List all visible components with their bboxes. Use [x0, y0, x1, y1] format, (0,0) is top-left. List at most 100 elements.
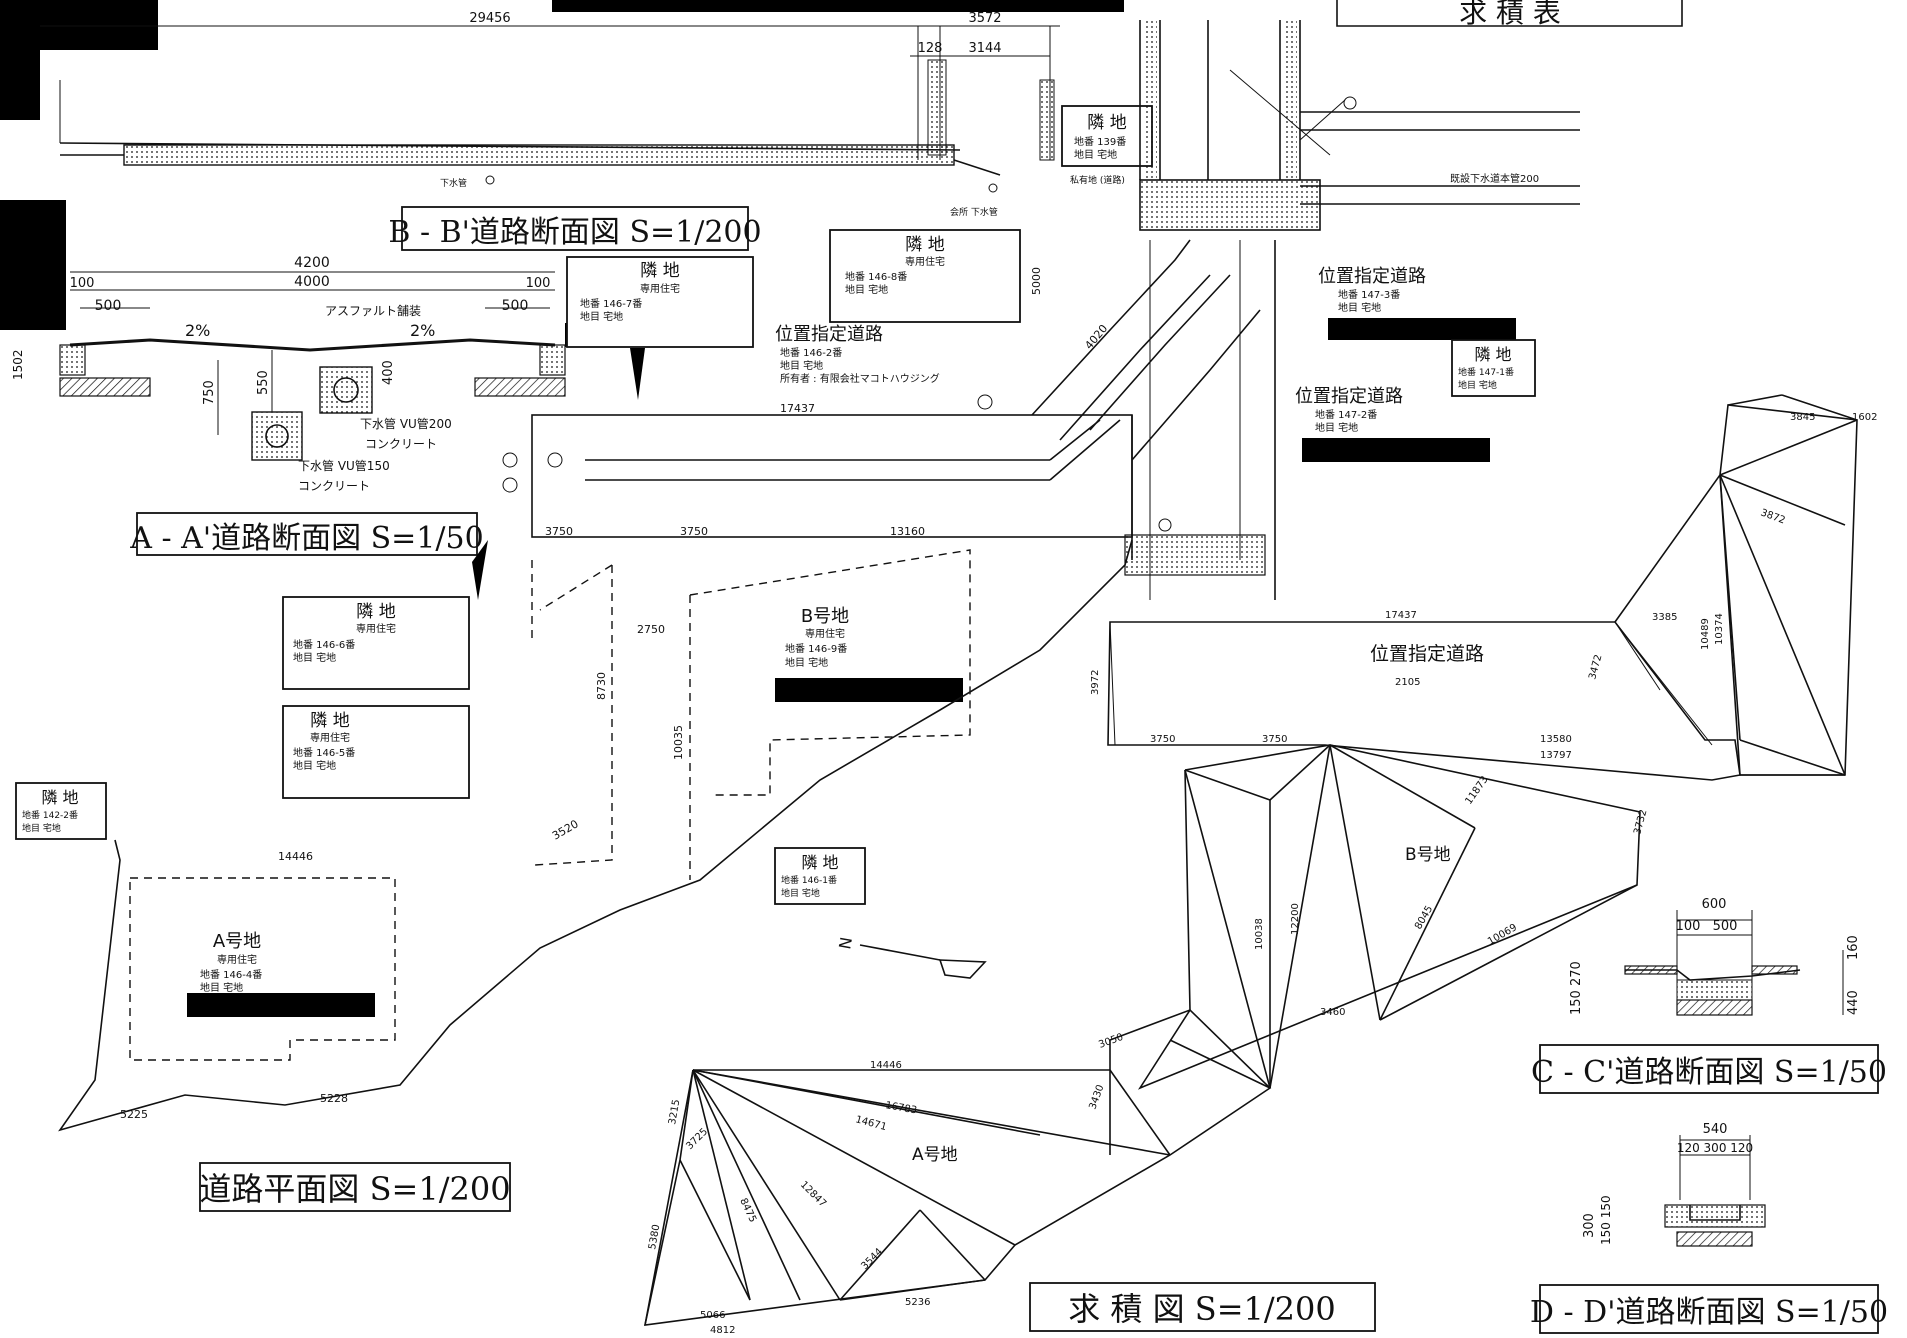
area-table-header: 求 積 表 — [1336, 0, 1683, 29]
bb-section-title: B - B'道路断面図 S=1/200 — [388, 215, 761, 250]
svg-text:地番 146-1番: 地番 146-1番 — [781, 874, 837, 886]
dd-road-section: 540 120 300 120 300 150 150 D - D'道路断面図 … — [1530, 1122, 1888, 1334]
dim-500-right: 500 — [502, 298, 529, 314]
neighbour-parcel-146-7: 隣 地 専用住宅 地番 146-7番 地目 宅地 — [566, 256, 754, 400]
dim-3725: 3725 — [684, 1126, 710, 1152]
svg-text:地目 宅地: 地目 宅地 — [580, 310, 623, 323]
dim-120-300-120: 120 300 120 — [1677, 1141, 1753, 1155]
dim-150-150-dd: 150 150 — [1599, 1195, 1613, 1245]
slope-left: 2% — [185, 321, 210, 340]
cc-road-section: 600 100 500 160 440 150 270 C - C'道路断面図 … — [1531, 897, 1887, 1094]
svg-text:地番 139番: 地番 139番 — [1074, 135, 1126, 148]
dim-100-cc: 100 — [1676, 919, 1701, 934]
road-label-147-2: 位置指定道路 地番 147-2番 地目 宅地 — [1295, 386, 1403, 434]
dim-5380: 5380 — [647, 1224, 662, 1251]
neighbour-parcel-142-2: 隣 地 地番 142-2番 地目 宅地 — [15, 782, 107, 840]
dim-150-270: 150 270 — [1569, 961, 1584, 1015]
dim-100-right: 100 — [526, 276, 551, 291]
area-calculation: 17437 位置指定道路 2105 3750 3750 13580 13797 … — [644, 394, 1877, 1336]
dim-8045: 8045 — [1413, 904, 1435, 932]
dim-3750-area-1: 3750 — [1150, 734, 1175, 745]
svg-text:地目 宅地: 地目 宅地 — [293, 759, 336, 772]
dd-section-title-box — [1539, 1284, 1879, 1334]
label-vu150: 下水管 VU管150 — [298, 458, 390, 473]
svg-text:専用住宅: 専用住宅 — [310, 731, 350, 744]
dim-500-left: 500 — [95, 298, 122, 314]
svg-text:地番 146-4番: 地番 146-4番 — [200, 968, 262, 981]
dim-2105: 2105 — [1395, 677, 1420, 688]
road-plan-title: 道路平面図 S=1/200 — [199, 1170, 510, 1208]
dim-16783: 16783 — [884, 1100, 917, 1116]
dim-3845: 3845 — [1790, 412, 1815, 423]
svg-text:隣 地: 隣 地 — [41, 788, 78, 807]
label-concrete-2: コンクリート — [298, 479, 370, 493]
dim-3972: 3972 — [1090, 670, 1101, 695]
dim-4200: 4200 — [294, 255, 330, 271]
svg-text:位置指定道路: 位置指定道路 — [775, 324, 883, 345]
dim-3472: 3472 — [1587, 653, 1604, 680]
svg-text:地目 宅地: 地目 宅地 — [845, 283, 888, 296]
b-lot-area-label: B号地 — [1405, 845, 1451, 865]
svg-text:地番 147-2番: 地番 147-2番 — [1315, 408, 1377, 421]
aa-road-section: 4200 4000 100 100 500 500 2% 2% アスファルト舗装… — [11, 255, 566, 600]
dim-550: 550 — [256, 370, 271, 395]
svg-text:地番 146-2番: 地番 146-2番 — [780, 346, 842, 359]
dim-3750-plan-1: 3750 — [545, 525, 573, 538]
label-gesuikan-main: 既設下水道本管200 — [1450, 172, 1539, 185]
b-lot-label: B号地 — [801, 606, 849, 627]
svg-text:地目 宅地: 地目 宅地 — [781, 887, 820, 899]
dim-600: 600 — [1702, 897, 1727, 912]
label-asphalt: アスファルト舗装 — [325, 304, 421, 318]
svg-text:専用住宅: 専用住宅 — [356, 622, 396, 635]
table-title: 求 積 表 — [1459, 0, 1561, 29]
dim-3144: 3144 — [968, 41, 1001, 56]
a-lot-area-label: A号地 — [912, 1145, 958, 1165]
svg-text:地目 宅地: 地目 宅地 — [200, 981, 243, 994]
label-gesuikan: 下水管 — [440, 177, 467, 189]
label-concrete-1: コンクリート — [365, 437, 437, 451]
neighbour-parcel-146-5: 隣 地 専用住宅 地番 146-5番 地目 宅地 — [282, 705, 470, 799]
area-calc-title: 求 積 図 S=1/200 — [1068, 1290, 1335, 1328]
road-label-147-3: 位置指定道路 地番 147-3番 地目 宅地 — [1318, 266, 1426, 314]
dim-1502: 1502 — [11, 349, 25, 380]
svg-text:地目 宅地: 地目 宅地 — [1458, 379, 1497, 391]
dim-3050: 3050 — [1097, 1032, 1125, 1051]
cc-section-title-box — [1539, 1044, 1879, 1094]
dim-750: 750 — [202, 380, 217, 405]
dim-3750-plan-2: 3750 — [680, 525, 708, 538]
svg-text:隣 地: 隣 地 — [801, 853, 838, 872]
label-shiyu: 私有地 (道路) — [1070, 174, 1125, 186]
svg-text:地目 宅地: 地目 宅地 — [1315, 421, 1358, 434]
dim-3520: 3520 — [550, 817, 581, 842]
dim-13797: 13797 — [1540, 750, 1572, 761]
aa-section-title-box — [136, 512, 478, 556]
dim-17437-area: 17437 — [1385, 610, 1417, 621]
dim-10035: 10035 — [672, 725, 685, 760]
dim-11873: 11873 — [1463, 774, 1490, 806]
svg-text:隣 地: 隣 地 — [310, 711, 349, 731]
dim-3215: 3215 — [667, 1099, 682, 1126]
dim-29456: 29456 — [469, 11, 510, 26]
dim-5066: 5066 — [700, 1310, 725, 1321]
svg-text:地目 宅地: 地目 宅地 — [1074, 148, 1117, 161]
dim-300-dd: 300 — [1582, 1213, 1597, 1238]
dim-160: 160 — [1846, 935, 1861, 960]
dim-3460: 3460 — [1320, 1007, 1345, 1018]
dim-128: 128 — [918, 41, 943, 56]
label-owner: 所有者 : 有限会社マコトハウジング — [780, 372, 940, 385]
dim-3430: 3430 — [1087, 1083, 1106, 1111]
svg-text:地番 146-6番: 地番 146-6番 — [293, 638, 355, 651]
dim-14446-area: 14446 — [870, 1060, 902, 1071]
neighbour-parcel-146-1: 隣 地 地番 146-1番 地目 宅地 — [774, 847, 866, 905]
neighbour-parcel-147-1: 隣 地 地番 147-1番 地目 宅地 — [1451, 339, 1536, 397]
svg-text:地番 142-2番: 地番 142-2番 — [22, 809, 78, 821]
dim-3750-area-2: 3750 — [1262, 734, 1287, 745]
svg-text:隣 地: 隣 地 — [1474, 345, 1511, 364]
bb-section-title-box — [401, 206, 749, 251]
dim-4000: 4000 — [294, 274, 330, 290]
dim-10374: 10374 — [1714, 613, 1725, 645]
dim-8730: 8730 — [595, 672, 608, 700]
dim-5228: 5228 — [320, 1092, 348, 1105]
dim-13160-plan: 13160 — [890, 525, 925, 538]
